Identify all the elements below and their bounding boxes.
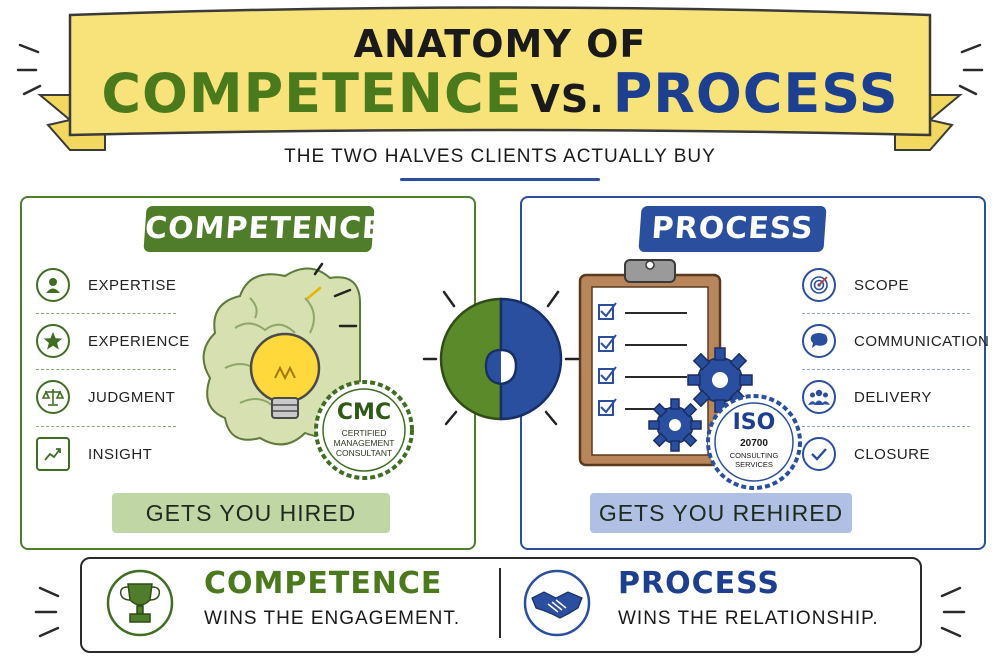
competence-item-label: EXPERTISE [88, 276, 177, 294]
competence-item-insight: INSIGHT [36, 427, 152, 481]
summary-process-text: WINS THE RELATIONSHIP. [618, 608, 879, 629]
trophy-icon [106, 569, 174, 637]
cmc-badge-code: CMC [336, 400, 392, 425]
subtitle-underline [400, 178, 600, 181]
people-icon [802, 380, 836, 414]
divider [36, 313, 176, 314]
summary-box [80, 557, 922, 653]
gears-icon [648, 347, 753, 452]
process-heading: PROCESS [638, 206, 827, 252]
cmc-badge-text: CERTIFIED MANAGEMENT CONSULTANT [312, 428, 416, 458]
summary-divider [499, 568, 501, 638]
subtitle: THE TWO HALVES CLIENTS ACTUALLY BUY [284, 146, 716, 167]
title-line1: ANATOMY OF [353, 22, 647, 66]
process-item-delivery: DELIVERY [802, 370, 932, 424]
divider [36, 369, 176, 370]
process-item-label: COMMUNICATION [854, 332, 990, 350]
process-item-closure: CLOSURE [802, 427, 930, 481]
iso-badge-line1: CONSULTING [729, 451, 779, 460]
cmc-badge-seal [314, 380, 414, 480]
divider [802, 313, 970, 314]
summary-process-heading: PROCESS [618, 566, 780, 601]
divider [802, 369, 970, 370]
iso-badge-seal [706, 394, 802, 490]
competence-item-expertise: EXPERTISE [36, 258, 176, 312]
puzzle-circle-icon [422, 290, 580, 426]
divider [36, 426, 176, 427]
scales-icon [36, 380, 70, 414]
iso-badge-line2: SERVICES [735, 460, 773, 469]
process-item-scope: SCOPE [802, 258, 909, 312]
target-icon [802, 268, 836, 302]
competence-item-judgment: JUDGMENT [36, 370, 175, 424]
person-icon [36, 268, 70, 302]
process-item-label: DELIVERY [854, 388, 932, 406]
divider [802, 426, 970, 427]
cmc-badge-line3: CONSULTANT [335, 448, 393, 458]
iso-badge-text: CONSULTING SERVICES [704, 451, 804, 469]
cmc-badge-line2: MANAGEMENT [333, 438, 395, 448]
process-item-label: SCOPE [854, 276, 910, 294]
title-process: PROCESS [612, 62, 899, 125]
competence-item-label: INSIGHT [88, 445, 153, 463]
summary-competence-heading: COMPETENCE [204, 566, 443, 601]
speech-bubble-icon [802, 324, 836, 358]
competence-heading: COMPETENCE [143, 206, 385, 252]
star-icon [36, 324, 70, 358]
title-banner [16, 6, 984, 151]
title-competence: COMPETENCE [101, 62, 523, 125]
handshake-icon [523, 569, 591, 637]
process-item-label: CLOSURE [854, 445, 931, 463]
brain-lightbulb-illustration [202, 262, 361, 446]
checkmark-icon [802, 437, 836, 471]
summary-competence-text: WINS THE ENGAGEMENT. [204, 608, 461, 629]
iso-badge-number: 20700 [740, 438, 768, 449]
cmc-badge-line1: CERTIFIED [341, 428, 387, 438]
competence-item-label: EXPERIENCE [88, 332, 190, 350]
iso-badge-code: ISO [732, 410, 776, 435]
competence-item-label: JUDGMENT [88, 388, 176, 406]
process-item-communication: COMMUNICATION [802, 314, 989, 368]
competence-footer: GETS YOU HIRED [112, 493, 390, 533]
title-vs: VS. [530, 77, 605, 121]
competence-item-experience: EXPERIENCE [36, 314, 190, 368]
trend-chart-icon [36, 437, 70, 471]
summary-sparkles [34, 586, 966, 638]
process-footer: GETS YOU REHIRED [590, 493, 852, 533]
